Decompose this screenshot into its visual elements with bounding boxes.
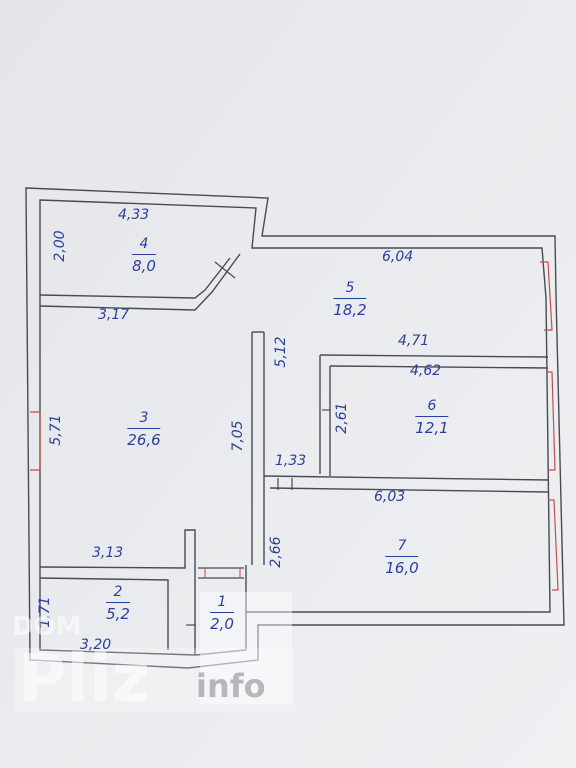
room-label-3: 3 26,6	[127, 410, 161, 449]
room-label-7: 7 16,0	[385, 538, 419, 577]
watermark-box	[200, 592, 292, 704]
dimension-label: 6,03	[374, 489, 406, 505]
room-label-2: 2 5,2	[106, 584, 130, 623]
dimension-label: 6,04	[382, 249, 414, 265]
room-number: 7	[385, 538, 419, 557]
watermark-dom: DOM	[12, 612, 82, 642]
room-4-walls	[39, 253, 241, 311]
watermark-pliz: Pliz	[18, 640, 151, 717]
room-area: 26,6	[127, 431, 161, 449]
dimension-label: 2,00	[52, 230, 68, 262]
room-number: 4	[132, 236, 156, 255]
watermark-band	[15, 648, 295, 712]
door-marks-red	[204, 568, 241, 578]
room-number: 3	[127, 410, 161, 429]
dimension-label: 3,17	[98, 307, 130, 323]
watermark-info: info	[196, 667, 266, 705]
windows	[30, 261, 559, 591]
room-number: 5	[333, 280, 367, 299]
room-area: 5,2	[106, 605, 130, 623]
dimension-label: 3,13	[92, 545, 124, 561]
room-area: 12,1	[415, 419, 449, 437]
dimension-label: 4,71	[398, 333, 430, 349]
room-label-1: 1 2,0	[210, 594, 234, 633]
room-area: 16,0	[385, 559, 419, 577]
room-label-4: 4 8,0	[132, 236, 156, 275]
room-area: 2,0	[210, 615, 234, 633]
room-3-right-wall	[251, 331, 265, 565]
room-2-walls	[39, 529, 247, 655]
room-area: 8,0	[132, 257, 156, 275]
room-label-6: 6 12,1	[415, 398, 449, 437]
dimension-label: 4,33	[118, 207, 150, 223]
room-label-5: 5 18,2	[333, 280, 367, 319]
room-area: 18,2	[333, 301, 367, 319]
room-number: 2	[106, 584, 130, 603]
dimension-label: 1,33	[275, 453, 307, 469]
dimension-label: 7,05	[230, 420, 246, 452]
room-number: 1	[210, 594, 234, 613]
dimension-label: 5,71	[48, 414, 64, 446]
dimension-label: 4,62	[410, 363, 442, 379]
dimension-label: 2,61	[334, 402, 350, 434]
dimension-label: 2,66	[268, 536, 284, 568]
outer-wall	[25, 187, 565, 669]
dimension-label: 3,20	[80, 637, 112, 653]
room-number: 6	[415, 398, 449, 417]
room-6-walls	[263, 354, 549, 493]
door-marks	[186, 261, 330, 626]
dimension-label: 5,12	[273, 336, 289, 368]
